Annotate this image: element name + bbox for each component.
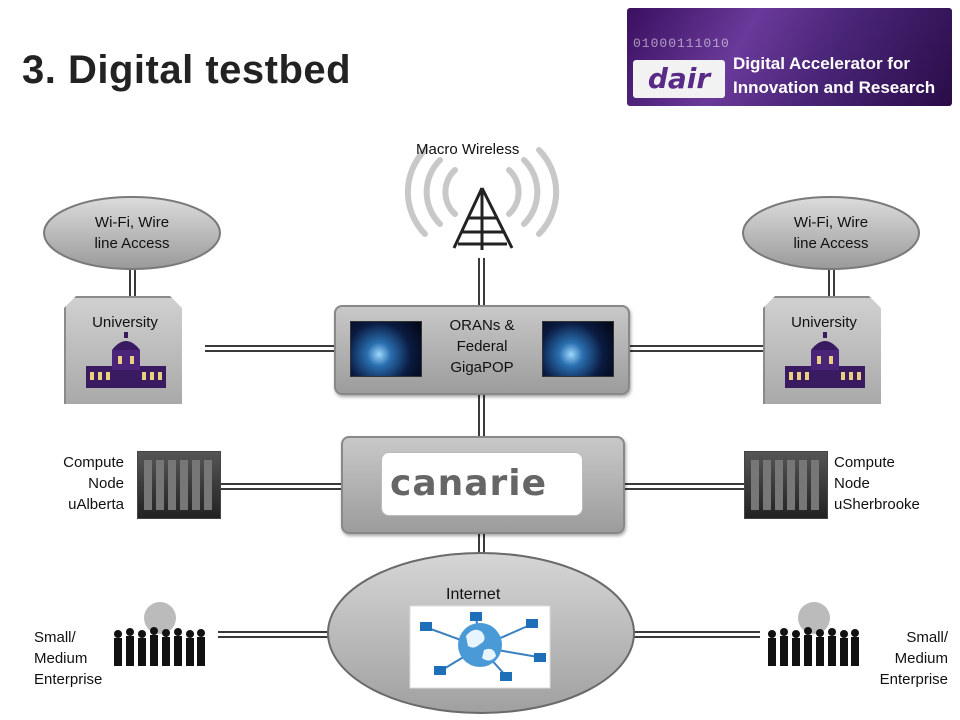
fiber-optic-image-right [542,321,614,377]
university-left-node: University [64,296,182,404]
wifi-right-line-1: Wi-Fi, Wire [793,214,869,231]
radio-tower-icon [404,147,560,250]
compute-left-label: Compute Node uAlberta [20,452,124,515]
business-people-icon-left [114,602,205,666]
banner-line-1: Digital Accelerator for [733,54,910,73]
server-rack-icon-right [744,451,828,519]
sme-left-label: Small/ Medium Enterprise [34,627,134,690]
sme-left-line-1: Small/ [34,629,76,646]
university-left-label: University [92,314,158,331]
oran-line-3: GigaPOP [450,359,514,376]
links [129,258,835,638]
university-building-icon [785,332,865,388]
banner-line-2: Innovation and Research [733,78,936,97]
compute-right-line-3: uSherbrooke [834,496,920,513]
business-people-icon-right [768,602,859,666]
university-right-node: University [763,296,881,404]
canarie-logo-text: canarie [390,463,548,504]
macro-wireless-label: Macro Wireless [416,141,520,158]
sme-right-line-1: Small/ [906,629,948,646]
sme-right-line-3: Enterprise [879,671,948,688]
sme-right-line-2: Medium [894,650,948,667]
compute-right-label: Compute Node uSherbrooke [834,452,954,515]
university-building-icon [86,332,166,388]
wifi-right-label: Wi-Fi, Wire line Access [751,212,911,254]
oran-gigapop-node: ORANs & Federal GigaPOP [334,305,630,395]
oran-line-2: Federal [456,338,508,355]
sme-left-line-3: Enterprise [34,671,103,688]
wifi-left-line-2: line Access [94,235,170,252]
compute-right-line-1: Compute [834,454,895,471]
fiber-optic-image-left [350,321,422,377]
internet-label: Internet [446,586,501,603]
binary-digits: 01000111010 [633,36,730,51]
wifi-right-line-2: line Access [793,235,869,252]
university-right-label: University [791,314,857,331]
compute-left-line-2: Node [88,475,124,492]
globe-network-icon [409,605,551,689]
wifi-oval-right [742,196,920,270]
oran-line-1: ORANs & [449,317,515,334]
wifi-left-label: Wi-Fi, Wire line Access [52,212,212,254]
oran-label: ORANs & Federal GigaPOP [424,315,540,378]
compute-left-line-1: Compute [63,454,124,471]
compute-right-line-2: Node [834,475,870,492]
dair-logo: dair [633,60,725,98]
server-rack-icon-left [137,451,221,519]
compute-left-line-3: uAlberta [68,496,124,513]
wifi-oval-left [43,196,221,270]
wifi-left-line-1: Wi-Fi, Wire [94,214,170,231]
dair-banner: 01000111010 dair Digital Accelerator for… [627,8,952,106]
sme-left-line-2: Medium [34,650,88,667]
page-title: 3. Digital testbed [22,48,352,92]
canarie-logo-panel: canarie [381,452,583,516]
sme-right-label: Small/ Medium Enterprise [850,627,948,690]
canarie-node: canarie [341,436,625,534]
